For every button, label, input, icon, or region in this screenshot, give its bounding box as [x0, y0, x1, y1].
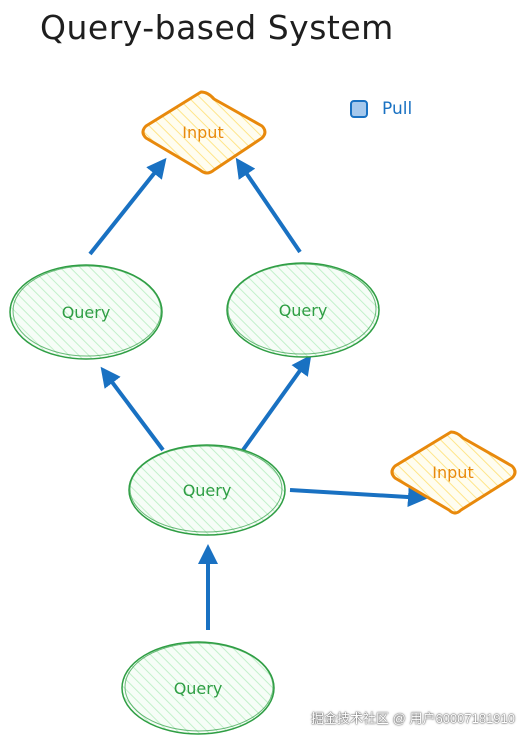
query-node-center: Query — [128, 444, 286, 536]
legend-label: Pull — [382, 99, 413, 119]
arrows — [88, 157, 428, 630]
query-node-left-label: Query — [62, 303, 111, 322]
arrow-query-center-to-query-left — [100, 366, 165, 452]
arrow-query-center-to-input-right — [289, 487, 428, 508]
diagram-title: Query-based System — [40, 8, 394, 47]
query-node-center-label: Query — [183, 481, 232, 500]
input-node-top: Input — [141, 90, 267, 175]
arrow-query-center-to-query-right — [241, 354, 312, 452]
watermark: 掘金技术社区 @ 用户60007181910 — [311, 711, 515, 726]
input-node-right-label: Input — [432, 463, 473, 482]
query-node-right-label: Query — [279, 301, 328, 320]
legend: Pull — [350, 99, 412, 119]
query-node-left: Query — [9, 264, 163, 360]
query-node-right: Query — [226, 262, 380, 358]
legend-swatch-icon — [350, 100, 368, 118]
input-node-right: Input — [390, 430, 517, 515]
arrow-query-left-to-input-top — [88, 157, 167, 256]
query-node-bottom: Query — [121, 641, 275, 735]
input-node-top-label: Input — [182, 123, 223, 142]
query-node-bottom-label: Query — [174, 679, 223, 698]
arrow-query-right-to-input-top — [235, 157, 302, 254]
